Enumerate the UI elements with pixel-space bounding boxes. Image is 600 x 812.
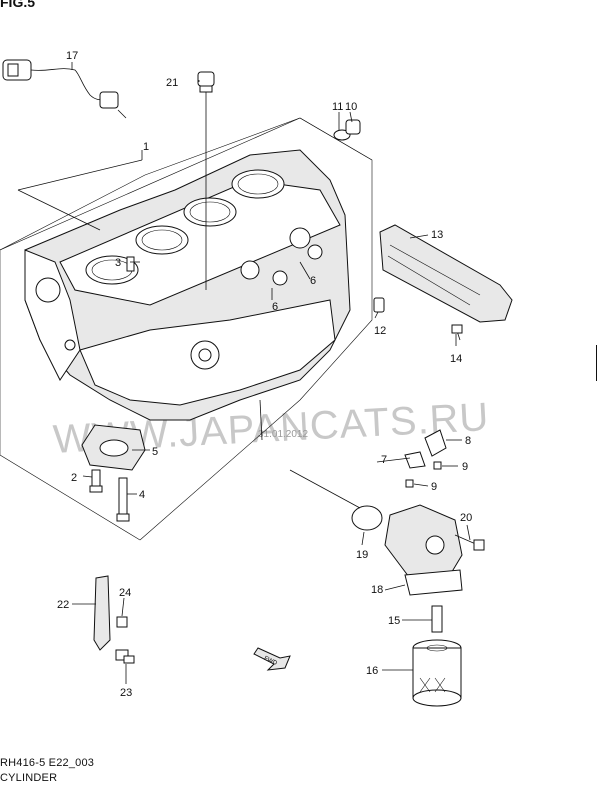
callout-8: 8: [465, 435, 471, 447]
figure-caption: CYLINDER: [0, 772, 58, 784]
part-3-stud: [126, 256, 135, 272]
part-24-bolt: [116, 616, 128, 628]
part-7-clip: [404, 451, 426, 469]
callout-2: 2: [71, 472, 77, 484]
callout-16: 16: [366, 665, 378, 677]
callout-14: 14: [450, 353, 462, 365]
part-17-sensor-harness: [2, 59, 127, 119]
part-23-bolt: [115, 649, 135, 664]
figure-title-fragment: FIG.5: [0, 0, 36, 10]
figure-code: RH416-5 E22_003: [0, 757, 95, 769]
callout-20: 20: [460, 512, 472, 524]
part-4-bolt: [116, 477, 130, 522]
part-9-nut-upper: [433, 461, 442, 470]
callout-5: 5: [152, 446, 158, 458]
callout-6a: 6: [310, 275, 316, 287]
callout-13: 13: [431, 229, 443, 241]
callout-6b: 6: [272, 301, 278, 313]
callout-9a: 9: [462, 461, 468, 473]
callout-22: 22: [57, 599, 69, 611]
part-16-oil-filter: [412, 639, 462, 707]
callout-3: 3: [115, 257, 121, 269]
callout-19: 19: [356, 549, 368, 561]
forward-arrow-label: FWD: [263, 656, 279, 667]
callout-23: 23: [120, 687, 132, 699]
part-5-bearing-cap: [81, 424, 146, 471]
watermark-stamp: 31.01.2012: [258, 429, 308, 440]
callout-18: 18: [371, 584, 383, 596]
callout-15: 15: [388, 615, 400, 627]
callout-11: 11: [332, 101, 343, 113]
part-10-11-plug-gasket: [333, 119, 361, 141]
part-12-dowel: [373, 297, 385, 313]
part-13-cover: [379, 224, 513, 341]
callout-7: 7: [381, 454, 387, 466]
forward-direction-arrow: FWD: [253, 647, 291, 671]
part-18-filter-stand: [384, 504, 463, 596]
cylinder-block: [24, 149, 351, 421]
page-edge-mark: [596, 345, 597, 381]
callout-9b: 9: [431, 481, 437, 493]
part-21-pressure-switch: [197, 71, 215, 100]
callouts: 1 2 3 4 5 6 6 7 8 9 9 10 11 12 13 14 15 …: [57, 50, 472, 699]
callout-17: 17: [66, 50, 78, 62]
callout-10: 10: [345, 101, 357, 113]
callout-1: 1: [143, 141, 149, 153]
callout-21: 21: [166, 77, 178, 89]
part-20-bolt: [454, 534, 485, 551]
part-22-bracket: [93, 575, 111, 651]
part-9-nut-lower: [405, 479, 414, 488]
callout-4: 4: [139, 489, 145, 501]
part-19-o-ring: [351, 505, 383, 531]
part-2-bolt: [89, 469, 103, 493]
callout-24: 24: [119, 587, 131, 599]
part-15-union: [431, 605, 443, 633]
callout-12: 12: [374, 325, 386, 337]
part-8-bracket: [424, 429, 447, 457]
leader-lines: [17, 62, 471, 684]
